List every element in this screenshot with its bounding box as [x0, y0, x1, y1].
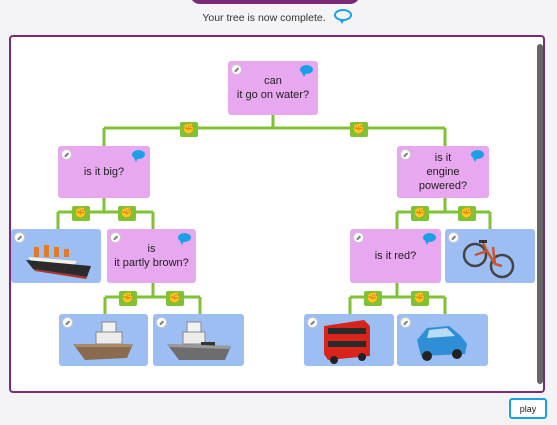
edit-icon[interactable] — [354, 233, 363, 242]
picture-node-blue-car[interactable] — [397, 314, 488, 366]
bicycle-image — [462, 240, 515, 279]
picture-node-brown-boat[interactable] — [59, 314, 148, 366]
ocean-liner-image — [26, 245, 91, 279]
edit-icon[interactable] — [62, 150, 71, 159]
thumbs-up-icon: ✊ — [119, 291, 137, 306]
question-text: can it go on water? — [236, 75, 310, 101]
picture-node-ocean-liner[interactable] — [11, 229, 101, 283]
question-node-red[interactable]: is it red? — [350, 229, 441, 283]
picture-node-grey-boat[interactable] — [153, 314, 244, 366]
thumbs-up-icon: ✊ — [72, 206, 90, 221]
picture-node-red-bus[interactable] — [304, 314, 394, 366]
edit-icon[interactable] — [401, 150, 410, 159]
thumbs-up-icon: ✊ — [364, 291, 382, 306]
thumbs-down-icon: ✊ — [458, 206, 476, 221]
red-bus-image — [324, 320, 370, 364]
thumbs-down-icon: ✊ — [411, 291, 429, 306]
thumbs-down-icon: ✊ — [350, 122, 368, 137]
grey-boat-image — [167, 321, 231, 360]
edit-icon[interactable] — [111, 233, 120, 242]
edit-icon[interactable] — [15, 233, 24, 242]
vertical-scrollbar[interactable] — [537, 44, 543, 384]
question-node-root[interactable]: can it go on water? — [228, 61, 318, 115]
question-text: is it partly brown? — [114, 243, 189, 269]
question-text: is it red? — [374, 250, 417, 262]
question-node-big[interactable]: is it big? — [58, 146, 150, 198]
edit-icon[interactable] — [157, 318, 166, 327]
speech-bubble-icon[interactable] — [471, 150, 484, 162]
thumbs-down-icon: ✊ — [166, 291, 184, 306]
question-node-brown[interactable]: is it partly brown? — [107, 229, 196, 283]
edit-icon[interactable] — [308, 318, 317, 327]
question-text: is it big? — [83, 166, 125, 178]
thumbs-up-icon: ✊ — [180, 122, 198, 137]
speech-bubble-icon[interactable] — [423, 233, 436, 245]
edit-icon[interactable] — [401, 318, 410, 327]
question-text: is it engine powered? — [418, 152, 468, 192]
play-button[interactable]: play — [509, 398, 547, 419]
status-message: Your tree is now complete. — [202, 12, 326, 24]
edit-icon[interactable] — [449, 233, 458, 242]
thumbs-down-icon: ✊ — [118, 206, 136, 221]
edit-icon[interactable] — [63, 318, 72, 327]
speech-bubble-icon[interactable] — [178, 233, 191, 245]
edit-icon[interactable] — [232, 65, 241, 74]
speech-bubble-icon[interactable] — [132, 150, 145, 162]
speech-bubble-icon[interactable] — [334, 9, 352, 24]
picture-node-bicycle[interactable] — [445, 229, 535, 283]
speech-bubble-icon[interactable] — [300, 65, 313, 77]
brown-boat-image — [73, 321, 133, 360]
blue-car-image — [417, 326, 467, 361]
top-tab — [190, 0, 360, 4]
thumbs-up-icon: ✊ — [411, 206, 429, 221]
question-node-engine[interactable]: is it engine powered? — [397, 146, 489, 198]
